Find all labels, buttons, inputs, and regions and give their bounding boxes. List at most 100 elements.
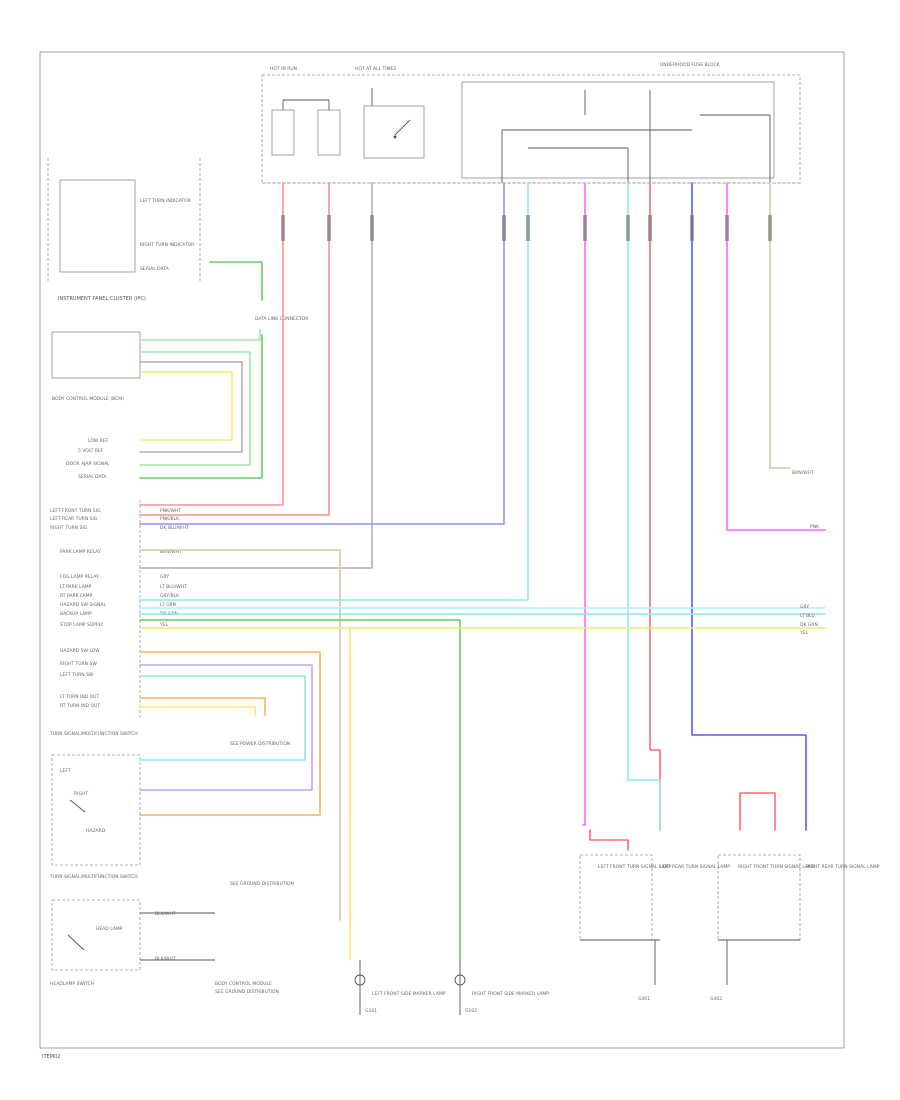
ref-right-1: BRN/WHT [792, 470, 814, 476]
wire-code-6: LT BLU/WHT [160, 584, 187, 590]
note-4: SEE GROUND DISTRIBUTION [215, 989, 279, 995]
wire-code-2: PNK/BLK [160, 516, 180, 522]
bcm-mid-row-4: PARK LAMP RELAY [60, 549, 101, 555]
relay-box [363, 105, 425, 159]
bcm-low-title: TURN SIGNAL/MULTIFUNCTION SWITCH [49, 731, 138, 737]
connector-pin-1 [281, 215, 285, 241]
side-marker-left-bulb [354, 974, 366, 986]
wire-gray-dlc [139, 361, 243, 453]
fuse-block-title: UNDERHOOD FUSE BLOCK [660, 62, 721, 68]
side-marker-group: LEFT FRONT SIDE MARKER LAMP RIGHT FRONT … [354, 960, 549, 1015]
dlc-label: DATA LINK CONNECTOR [255, 316, 308, 322]
bcm-mid-row-1: LEFT FRONT TURN SIG [50, 508, 101, 514]
lamp-1: LEFT FRONT TURN SIGNAL LAMP [598, 864, 671, 870]
wire-yellow-1 [139, 371, 233, 441]
connector-pin-8 [648, 215, 652, 241]
relay-switch-arm [394, 119, 411, 136]
bcm-mid-row-9: BACKUP LAMP [60, 611, 92, 617]
bcm-top-row-2: 5 VOLT REF [78, 448, 104, 454]
wire-green-bus [139, 619, 461, 961]
connector-pin-7 [626, 215, 630, 241]
wire-red-right-front [649, 182, 661, 831]
wire-cyan-low [139, 675, 306, 761]
cluster-row-3: SERIAL DATA [140, 266, 170, 272]
wire-yellow-ind [139, 706, 256, 716]
ground-g101: G101 [365, 1008, 377, 1014]
wire-tan-right [769, 182, 791, 469]
bcm-mid-row-8: HAZARD SW SIGNAL [60, 602, 106, 608]
turn-switch: RIGHT LEFT HAZARD TURN SIGNAL/MULTIFUNCT… [49, 754, 141, 880]
wire-layer [139, 182, 826, 961]
wire-orange-ind [139, 697, 266, 716]
connector-pin-9 [690, 215, 694, 241]
lamp-group: LEFT FRONT TURN SIGNAL LAMP LEFT REAR TU… [579, 854, 880, 1002]
fuse-block: HOT IN RUN HOT AT ALL TIMES UNDERHOOD FU… [261, 62, 801, 184]
cluster-row-2: RIGHT TURN INDICATOR [140, 242, 194, 248]
ground-g102: G102 [465, 1008, 477, 1014]
lamp-3: RIGHT FRONT TURN SIGNAL LAMP [738, 864, 815, 870]
wire-cyan-1 [139, 182, 529, 601]
wire-code-7: GRY/BLK [160, 593, 180, 599]
wire-code-4: BRN/WHT [160, 549, 182, 555]
bcm-mid-row-5: FOG LAMP RELAY [60, 574, 99, 580]
bus-code-4: YEL [799, 630, 809, 636]
note-2: SEE GROUND DISTRIBUTION [230, 881, 294, 887]
wire-code-8: LT GRN [160, 602, 176, 608]
bcm-mid-row-10: STOP LAMP SUPPLY [60, 622, 103, 628]
switch-title: TURN SIGNAL/MULTIFUNCTION SWITCH [49, 874, 138, 880]
bcm-top-row-3: DOOR AJAR SIGNAL [66, 461, 110, 467]
instrument-cluster: LEFT TURN INDICATOR RIGHT TURN INDICATOR… [47, 158, 201, 302]
fuse-box-1 [271, 109, 295, 156]
wire-blue-right-turn [139, 182, 505, 525]
headlamp-switch: HEAD LAMP HEADLAMP SWITCH BLK/WHT BLK/WH… [50, 899, 215, 987]
bcm-mid: LEFT FRONT TURN SIG LEFT REAR TURN SIG R… [50, 500, 189, 720]
fuse-block-outline [261, 74, 801, 184]
bcm-top: BODY CONTROL MODULE (BCM) LOW REF 5 VOLT… [51, 331, 141, 480]
bcm-mid-row-3: RIGHT TURN SIG [50, 525, 88, 531]
bcm-mid-row-2: LEFT REAR TURN SIG [50, 516, 98, 522]
wire-red-loop [739, 792, 776, 831]
bcm-top-box [51, 331, 141, 379]
connector-pin-5 [526, 215, 530, 241]
headlamp-switch-title: HEADLAMP SWITCH [50, 981, 94, 987]
wire-ltgreen-1 [139, 329, 261, 341]
turn-switch-box [51, 754, 141, 866]
cluster-title: INSTRUMENT PANEL CLUSTER (IPC) [58, 296, 146, 302]
wire-green-serial [209, 261, 263, 301]
turn-switch-arm [69, 799, 86, 813]
wire-magenta-2 [726, 182, 826, 531]
bus-code-2: LT BLU [800, 613, 815, 619]
wire-code-1: PNK/WHT [160, 508, 181, 514]
side-marker-right: RIGHT FRONT SIDE MARKER LAMP [472, 991, 549, 997]
connector-pin-2 [327, 215, 331, 241]
connector-pin-6 [583, 215, 587, 241]
note-1: SEE POWER DISTRIBUTION [230, 741, 290, 747]
note-3: BODY CONTROL MODULE [215, 981, 272, 987]
wire-green-dlc [139, 334, 263, 479]
bcm-mid-row-7: RT PARK LAMP [60, 593, 93, 599]
wire-cyan-lf [627, 182, 661, 831]
wire-code-10: YEL [159, 622, 169, 628]
wire-gray-park [139, 182, 373, 569]
switch-label-left: LEFT [60, 768, 71, 774]
wire-tan-bus [139, 549, 341, 921]
cluster-row-1: LEFT TURN INDICATOR [140, 198, 191, 204]
connector-pin-11 [768, 215, 772, 241]
bcm-low: HAZARD SW LOW RIGHT TURN SW LEFT TURN SW… [49, 648, 138, 737]
lamp-4: RIGHT REAR TURN SIGNAL LAMP [806, 864, 880, 870]
headlamp-switch-inner: HEAD LAMP [96, 926, 123, 932]
connector-pin-3 [370, 215, 374, 241]
switch-label-hazard: HAZARD [86, 828, 106, 834]
bcm-low-row-4: LT TURN IND OUT [60, 694, 99, 700]
fuse-a-label: HOT IN RUN [270, 66, 297, 72]
fuse-box-2 [317, 109, 341, 156]
lamp-2: LEFT REAR TURN SIGNAL LAMP [660, 864, 730, 870]
wire-code-3: DK BLU/WHT [160, 525, 189, 531]
wire-orange-low [139, 651, 321, 816]
ref-right-2: PNK [810, 524, 820, 530]
wire-pink-left-rear [139, 182, 330, 516]
ground-g401: G401 [638, 996, 650, 1002]
wire-yellow-bus [139, 627, 351, 961]
bcm-top-row-4: SERIAL DATA [78, 474, 108, 480]
bcm-mid-row-6: LT PARK LAMP [60, 584, 92, 590]
